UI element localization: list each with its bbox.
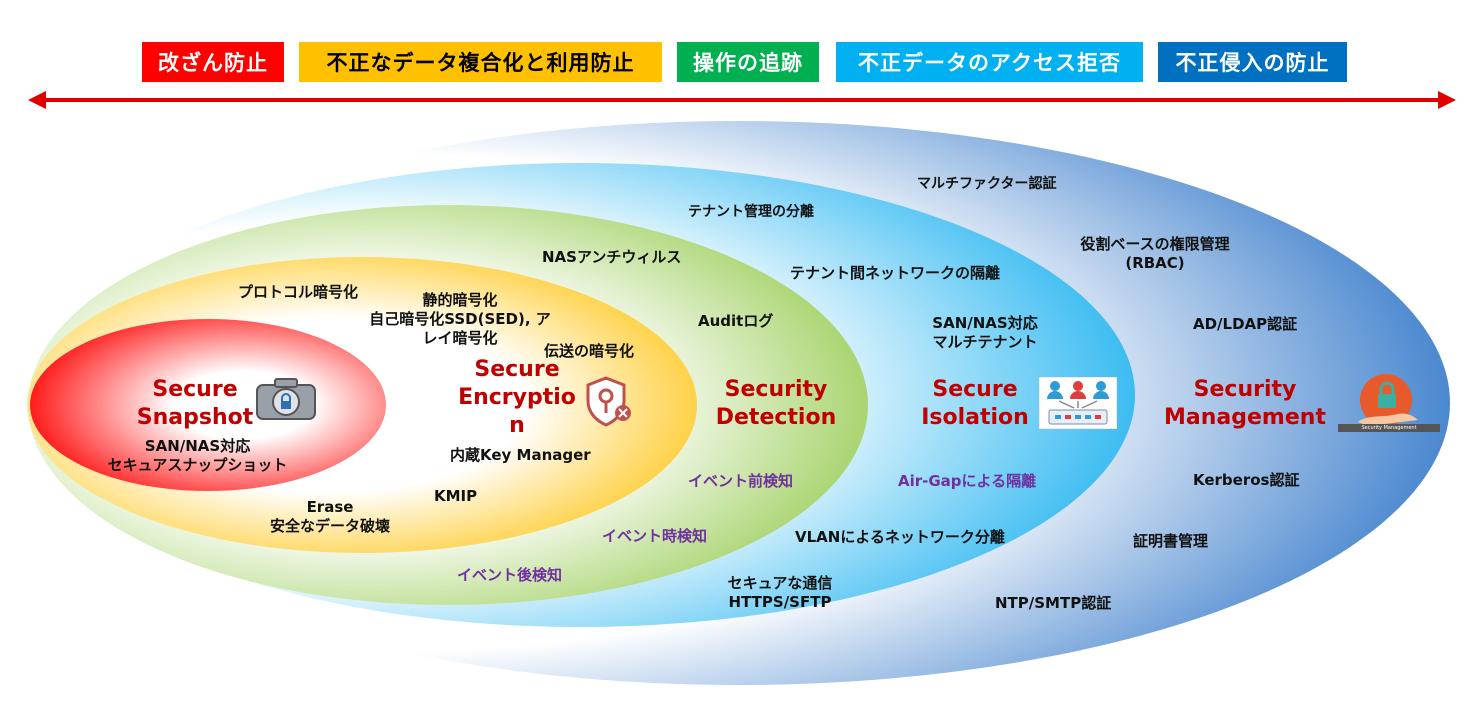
protocol-encryption: プロトコル暗号化 <box>238 283 359 301</box>
key-manager: 内蔵Key Manager <box>450 446 591 464</box>
kerberos-auth: Kerberos認証 <box>1193 471 1300 489</box>
shield-key-icon <box>586 376 631 427</box>
security-management-icon: Security Management <box>1338 374 1440 434</box>
multi-factor-auth: マルチファクター認証 <box>917 176 1057 192</box>
multi-tenant: SAN/NAS対応マルチテナント <box>932 314 1038 351</box>
static-encryption: 静的暗号化 自己暗号化SSD(SED), ア レイ暗号化 <box>369 291 551 347</box>
encryption-title: Secure Encryptio n <box>458 357 576 438</box>
legend-decryption-prevention: 不正なデータ複合化と利用防止 <box>299 42 662 82</box>
post-event-detection: イベント後検知 <box>457 566 563 584</box>
legend-tamper-prevention: 改ざん防止 <box>142 42 284 82</box>
air-gap-isolation: Air-Gapによる隔離 <box>898 472 1037 490</box>
nas-antivirus: NASアンチウィルス <box>542 248 682 266</box>
audit-log: Auditログ <box>698 312 774 330</box>
snapshot-item: SAN/NAS対応セキュアスナップショット <box>107 437 288 474</box>
camera-lock-icon <box>256 378 316 420</box>
double-arrow <box>28 91 1456 109</box>
ad-ldap-auth: AD/LDAP認証 <box>1193 315 1298 333</box>
tenant-network-isolation: テナント間ネットワークの隔離 <box>790 264 1001 282</box>
snapshot-layer <box>30 319 386 491</box>
legend-intrusion-prevention: 不正侵入の防止 <box>1158 42 1347 82</box>
transmission-encryption: 伝送の暗号化 <box>544 342 635 360</box>
legend-operation-tracking: 操作の追跡 <box>677 42 819 82</box>
legend-access-denial: 不正データのアクセス拒否 <box>836 42 1143 82</box>
rbac: 役割ベースの権限管理(RBAC) <box>1080 235 1230 272</box>
during-event-detection: イベント時検知 <box>602 527 708 545</box>
vlan-separation: VLANによるネットワーク分離 <box>795 528 1005 546</box>
pre-event-detection: イベント前検知 <box>688 472 794 490</box>
kmip: KMIP <box>434 487 478 505</box>
ntp-smtp-auth: NTP/SMTP認証 <box>995 594 1112 612</box>
tenant-admin-separation: テナント管理の分離 <box>688 204 814 220</box>
security-management-caption: Security Management <box>1361 425 1417 431</box>
multi-tenant-icon <box>1039 377 1117 429</box>
certificate-management: 証明書管理 <box>1133 532 1209 550</box>
